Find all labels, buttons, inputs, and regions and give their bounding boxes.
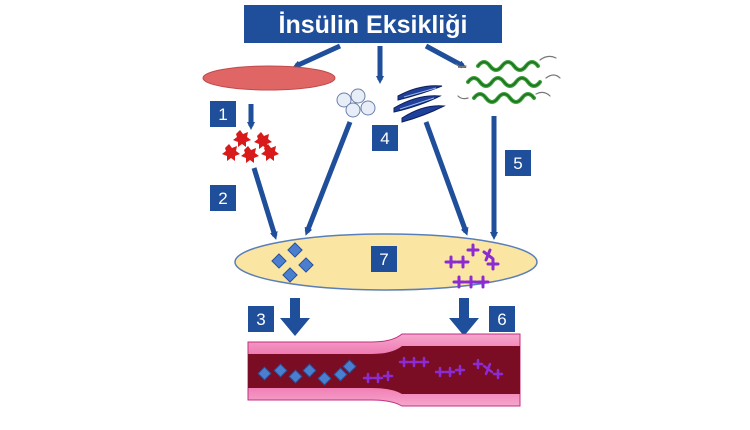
arrow-3	[280, 298, 310, 336]
arrow-title-to-red-cell	[292, 43, 342, 69]
vessel-diamonds	[257, 359, 357, 386]
glucose-diamond-icon	[271, 242, 314, 283]
label-1: 1	[210, 101, 236, 127]
svg-text:3: 3	[256, 310, 265, 329]
arrows	[247, 43, 498, 240]
svg-text:6: 6	[497, 310, 506, 329]
svg-text:1: 1	[218, 105, 227, 124]
vessel-crosses	[362, 356, 504, 384]
down-arrows	[280, 298, 479, 336]
arrow-fat-to-blood	[304, 121, 353, 236]
fat-droplets-icon	[336, 88, 376, 118]
svg-text:7: 7	[379, 250, 388, 269]
arrow-2	[251, 167, 278, 240]
muscle-fibers-icon	[393, 85, 446, 123]
label-3: 3	[248, 306, 274, 332]
svg-text:4: 4	[380, 129, 389, 148]
arrow-title-to-protein	[424, 43, 467, 69]
label-4: 4	[372, 125, 398, 151]
arrow-6	[449, 298, 479, 336]
title-box: İnsülin Eksikliği	[244, 5, 502, 43]
red-particles-icon	[222, 130, 279, 163]
svg-text:2: 2	[218, 189, 227, 208]
label-2: 2	[210, 185, 236, 211]
title-text: İnsülin Eksikliği	[279, 11, 468, 39]
arrow-fibers-to-blood	[423, 121, 469, 236]
label-6: 6	[489, 306, 515, 332]
label-7: 7	[371, 246, 397, 272]
ketone-cross-icon	[444, 243, 500, 289]
label-5: 5	[505, 150, 531, 176]
number-labels: 1 2 3 4 5 6 7	[210, 101, 531, 332]
svg-text:5: 5	[513, 154, 522, 173]
protein-helix-icon	[455, 55, 561, 104]
red-cell-icon	[202, 65, 336, 91]
blood-vessel-icon	[247, 333, 521, 407]
